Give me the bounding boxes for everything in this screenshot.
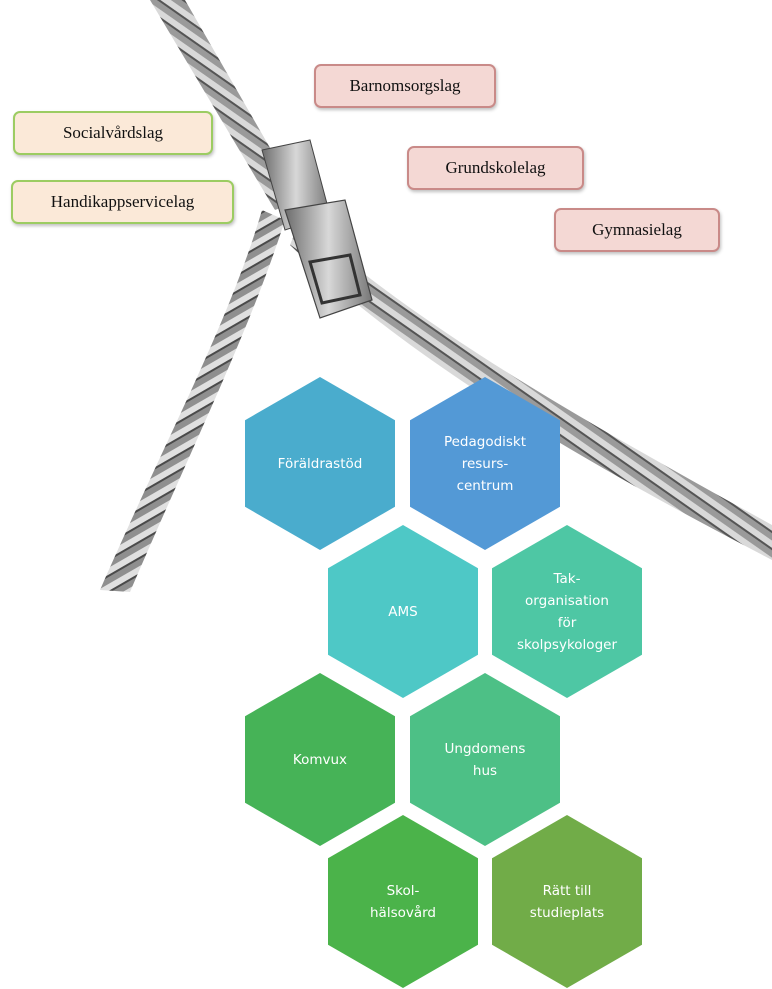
law-box-grundskolelag: Grundskolelag [407,146,584,190]
hex-ungdomens-hus: Ungdomens hus [410,673,560,846]
hex-label: Ungdomens hus [444,740,526,779]
law-label: Handikappservicelag [50,192,195,211]
hex-label: Pedagodiskt resurs- centrum [443,433,527,494]
hex-komvux: Komvux [245,673,395,846]
law-label: Grundskolelag [445,158,546,177]
hex-skolhalsovard: Skol- hälsovård [328,815,478,988]
zipper-right-strand [290,220,772,560]
hex-label: Föräldrastöd [277,455,363,472]
law-box-barnomsorgslag: Barnomsorgslag [314,64,496,108]
law-label: Gymnasielag [592,220,682,239]
law-box-socialvardslag: Socialvårdslag [13,111,213,155]
hex-label: Skol- hälsovård [369,882,437,921]
hex-ratt-till-studieplats: Rätt till studieplats [492,815,642,988]
law-box-gymnasielag: Gymnasielag [554,208,720,252]
zipper-image [100,0,772,592]
law-box-handikappservicelag: Handikappservicelag [11,180,234,224]
zipper-slider [261,139,373,319]
hex-label: Rätt till studieplats [529,882,605,921]
zipper-left-strand [100,210,285,592]
hex-label: Tak- organisation för skolpsykologer [516,570,617,653]
law-label: Barnomsorgslag [349,76,461,95]
hex-label: Komvux [292,751,348,768]
zipper-closed-track [150,0,300,210]
law-label: Socialvårdslag [62,123,164,142]
hex-label: AMS [388,603,418,620]
